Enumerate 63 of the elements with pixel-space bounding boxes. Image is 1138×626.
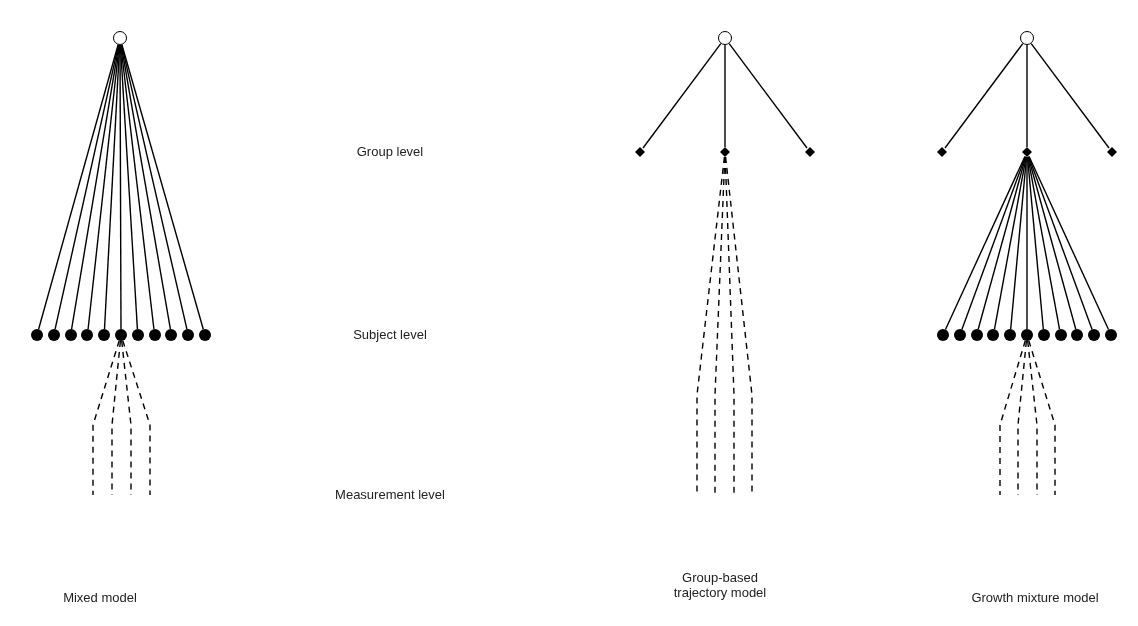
filled-dot: [953, 329, 966, 341]
model-label: Growth mixture model: [970, 590, 1100, 605]
connector-line: [993, 156, 1027, 330]
connector-line: [54, 44, 120, 330]
model-label: Mixed model: [62, 590, 138, 605]
filled-dot: [987, 329, 1000, 341]
level-label: Subject level: [352, 327, 428, 342]
diamond-marker: [1022, 147, 1032, 157]
level-label: Group level: [355, 144, 425, 159]
filled-dot: [148, 329, 161, 341]
filled-dot: [970, 329, 983, 341]
filled-dot: [199, 329, 211, 341]
filled-dot: [131, 329, 144, 341]
diamond-marker: [635, 147, 645, 157]
connector-line: [1026, 44, 1028, 148]
filled-dot: [1105, 329, 1117, 341]
filled-dot: [47, 329, 60, 341]
connector-line: [961, 156, 1026, 331]
connector-line: [977, 156, 1027, 330]
filled-dot: [98, 329, 111, 341]
open-circle: [113, 31, 127, 45]
connector-line: [944, 42, 1024, 149]
dashed-line: [1028, 340, 1056, 496]
model-label: Group-based trajectory model: [672, 570, 768, 600]
filled-dot: [1054, 329, 1067, 341]
connector-line: [120, 44, 188, 330]
dashed-line: [1027, 340, 1038, 496]
diamond-marker: [720, 147, 730, 157]
connector-line: [642, 42, 722, 149]
connector-line: [1028, 156, 1093, 331]
filled-dot: [182, 329, 195, 341]
open-circle: [718, 31, 732, 45]
filled-dot: [1021, 329, 1033, 341]
connector-line: [1030, 42, 1110, 149]
connector-line: [728, 42, 808, 149]
diamond-marker: [805, 147, 815, 157]
filled-dot: [1004, 329, 1017, 341]
connector-line: [121, 44, 204, 330]
dashed-line: [92, 340, 120, 496]
connector-line: [1028, 155, 1110, 331]
connector-line: [724, 44, 726, 148]
level-label: Measurement level: [334, 487, 446, 502]
connector-line: [1027, 156, 1077, 330]
filled-dot: [81, 329, 94, 341]
filled-dot: [165, 329, 178, 341]
filled-dot: [31, 329, 43, 341]
dashed-line: [714, 156, 726, 496]
connector-line: [1026, 156, 1044, 330]
filled-dot: [64, 329, 77, 341]
diamond-marker: [1107, 147, 1117, 157]
diamond-marker: [937, 147, 947, 157]
filled-dot: [1088, 329, 1101, 341]
filled-dot: [937, 329, 949, 341]
connector-line: [944, 155, 1026, 331]
filled-dot: [1037, 329, 1050, 341]
dashed-line: [122, 340, 151, 496]
filled-dot: [115, 329, 127, 341]
connector-line: [1027, 156, 1061, 330]
open-circle: [1020, 31, 1034, 45]
filled-dot: [1071, 329, 1084, 341]
connector-line: [37, 44, 119, 330]
dashed-line: [121, 340, 132, 496]
dashed-line: [999, 340, 1026, 496]
